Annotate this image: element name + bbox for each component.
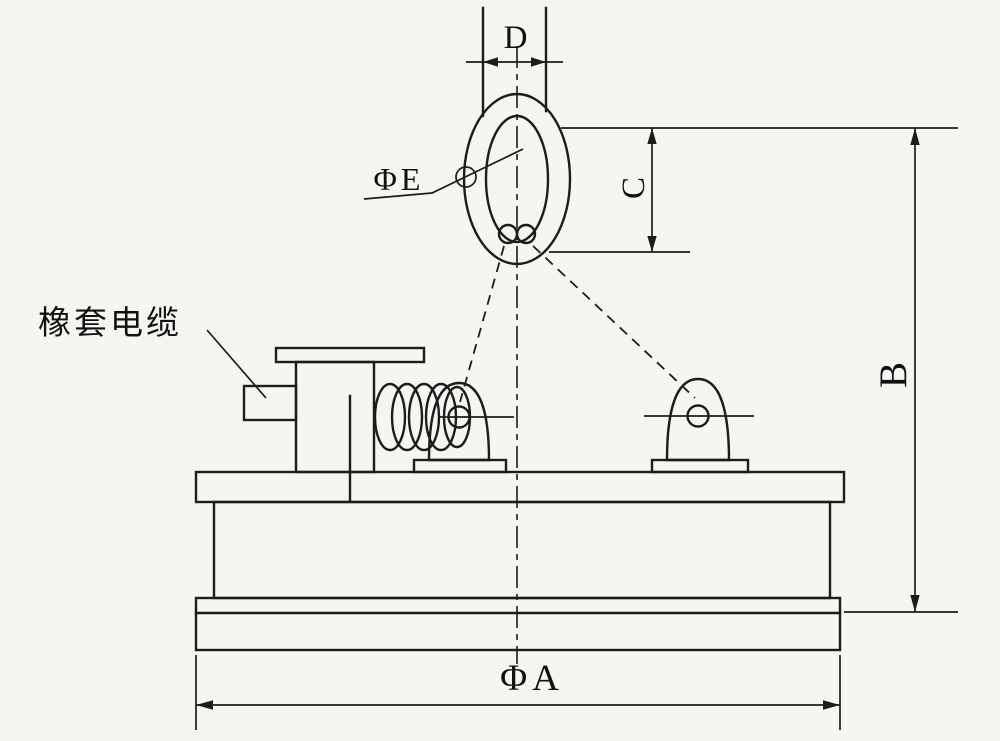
sling-chains — [459, 245, 696, 403]
arrowhead-icon — [647, 128, 657, 144]
dimension-b: B — [872, 128, 920, 612]
right-lug-hole — [686, 404, 710, 428]
coil-loop — [373, 382, 407, 452]
coil-loop — [407, 382, 441, 452]
ring-bottom-link-right — [515, 223, 537, 245]
lifting-ring — [462, 92, 572, 266]
arrowhead-icon — [531, 57, 546, 67]
arrowhead-icon — [647, 236, 657, 252]
extension-lines — [195, 127, 958, 730]
dim-b-label: B — [872, 362, 915, 388]
dim-c-label: C — [616, 177, 652, 199]
terminal-box-body — [294, 360, 376, 474]
magnet-top-plate — [194, 470, 846, 504]
cable-note: 橡套电缆 — [38, 303, 267, 399]
phi-e-bar-section-circle — [455, 166, 477, 188]
arrowhead-icon — [910, 128, 920, 145]
ring-outer — [462, 92, 572, 266]
cable-note-label: 橡套电缆 — [38, 303, 182, 342]
arrowhead-icon — [910, 595, 920, 612]
dim-d-label: D — [504, 20, 529, 56]
arrowhead-icon — [823, 700, 840, 710]
left-lug-plate — [427, 381, 491, 462]
dim-phi-e-label: ΦE — [374, 161, 425, 197]
ring-inner — [484, 114, 550, 244]
dim-phi-a-label: ΦA — [500, 658, 564, 699]
dimension-c: C — [616, 128, 657, 252]
terminal-box-cap — [274, 346, 426, 364]
magnet-body — [194, 470, 846, 652]
right-lug-plate — [665, 377, 731, 462]
left-lug-hole — [447, 405, 471, 429]
sling-chain-right — [532, 245, 696, 399]
phi-e-leader-line — [363, 148, 524, 200]
magnet-bottom-flange — [194, 596, 842, 652]
right-lug-base — [650, 458, 750, 474]
arrowhead-icon — [196, 700, 213, 710]
cable-note-leader-line — [206, 329, 267, 399]
terminal-box — [242, 346, 426, 502]
leader-phi-e: ΦE — [363, 148, 524, 200]
left-lug-base — [412, 458, 508, 474]
cable-gland-connector — [242, 384, 298, 422]
coil-loop — [390, 382, 424, 452]
magnet-drum — [212, 500, 832, 600]
sling-chain-left — [459, 245, 505, 403]
dimension-phi-a: ΦA — [196, 658, 840, 710]
right-lug — [644, 377, 754, 474]
arrowhead-icon — [483, 57, 498, 67]
left-lug — [412, 381, 514, 474]
dimension-d: D — [466, 20, 563, 67]
